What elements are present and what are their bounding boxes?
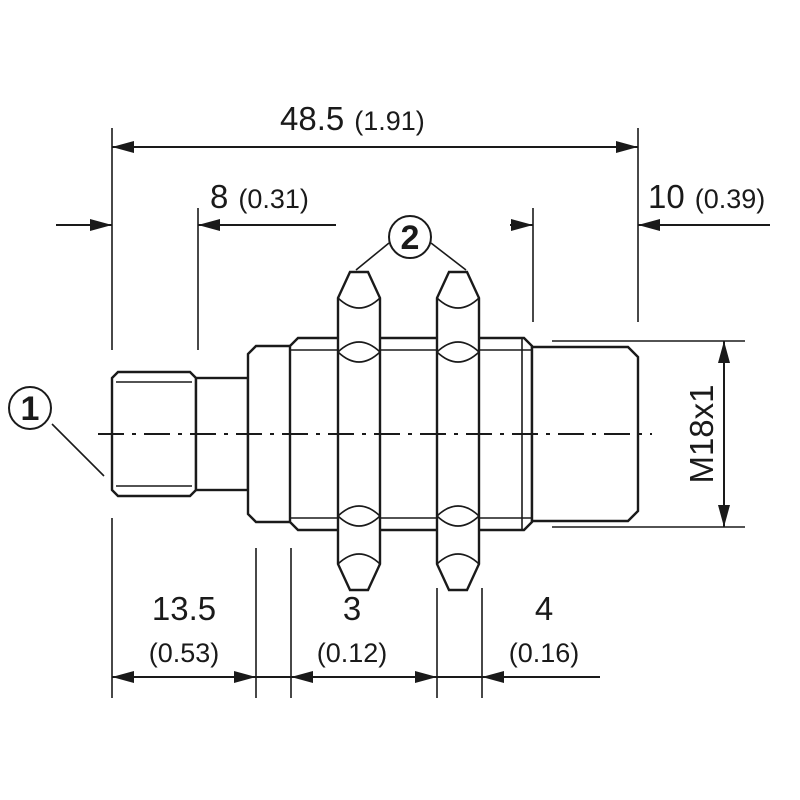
sensor-body bbox=[98, 270, 652, 592]
overall-length-inch: (1.91) bbox=[354, 106, 425, 136]
thread-size-label: M18x1 bbox=[683, 384, 720, 483]
front-length-value: 10 bbox=[648, 178, 685, 215]
overall-length-value: 48.5 bbox=[280, 100, 344, 137]
dimension-front bbox=[510, 219, 770, 231]
callout-nuts: 2 bbox=[355, 215, 467, 271]
front-length-inch: (0.39) bbox=[695, 184, 766, 214]
dimension-overall bbox=[112, 141, 638, 153]
connector-length-inch: (0.53) bbox=[149, 638, 220, 668]
extension-lines bbox=[111, 128, 745, 698]
dimension-nut-front bbox=[437, 671, 600, 683]
dimension-thread bbox=[56, 219, 336, 231]
dimension-connector bbox=[112, 671, 256, 683]
callout-nuts-label: 2 bbox=[401, 219, 420, 257]
overall-length-label: 48.5 (1.91) bbox=[280, 100, 425, 137]
thread-length-value: 8 bbox=[210, 178, 228, 215]
nut-front-value: 4 bbox=[535, 590, 553, 627]
nut-right bbox=[435, 270, 481, 592]
nut-left bbox=[336, 270, 382, 592]
callout-connector: 1 bbox=[8, 386, 105, 477]
thread-length-label: 8 (0.31) bbox=[210, 178, 309, 215]
front-cap bbox=[530, 345, 640, 523]
callout-connector-label: 1 bbox=[21, 390, 40, 428]
front-length-label: 10 (0.39) bbox=[648, 178, 765, 215]
nut-front-inch: (0.16) bbox=[509, 638, 580, 668]
nut-width-inch: (0.12) bbox=[317, 638, 388, 668]
thread-length-inch: (0.31) bbox=[238, 184, 309, 214]
nut-width-value: 3 bbox=[343, 590, 361, 627]
dimension-thread-diameter bbox=[718, 341, 730, 527]
dimension-nut bbox=[291, 671, 437, 683]
connector-length-value: 13.5 bbox=[152, 590, 216, 627]
